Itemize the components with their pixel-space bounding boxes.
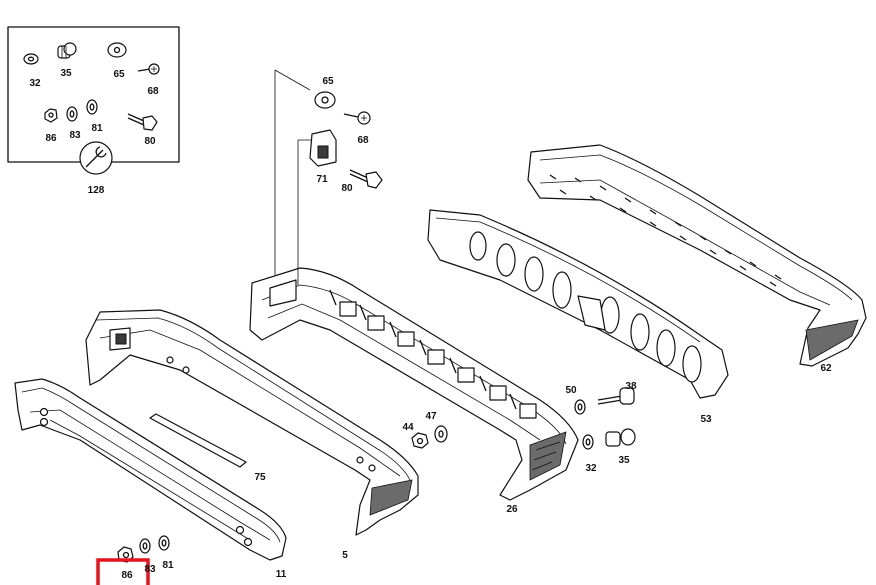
leader-line-65 (274, 69, 311, 275)
callout-44: 44 (402, 422, 414, 433)
bumper-shell-11 (14, 378, 287, 561)
bolt-80-icon (349, 169, 383, 189)
callout-53: 53 (700, 414, 712, 425)
nut-44-icon (411, 432, 429, 449)
hardware-kit-inset: 32 35 65 68 86 83 81 80 128 (7, 26, 180, 196)
kit-nut-65-icon (107, 42, 127, 58)
highlight-box-86[interactable] (96, 558, 150, 585)
kit-callout-35: 35 (60, 68, 72, 79)
callout-80: 80 (341, 183, 353, 194)
kit-callout-65: 65 (113, 69, 125, 80)
callout-83: 83 (144, 564, 156, 575)
kit-clip-35-icon (57, 42, 77, 59)
bumper-cover-26 (249, 267, 579, 501)
washer-32-icon (582, 434, 594, 450)
kit-nut-86-icon (44, 108, 58, 123)
bumper-trim-62 (527, 144, 867, 367)
callout-47: 47 (425, 411, 437, 422)
bumper-shell-5 (85, 309, 419, 536)
callout-50: 50 (565, 385, 577, 396)
callout-32: 32 (585, 463, 597, 474)
kit-callout-32: 32 (29, 78, 41, 89)
kit-washer-83-icon (66, 106, 78, 122)
callout-65: 65 (322, 76, 334, 87)
washer-83-icon (139, 538, 151, 554)
fastener-group-26 (411, 387, 636, 450)
callout-35: 35 (618, 455, 630, 466)
kit-callout-86: 86 (45, 133, 57, 144)
callout-81: 81 (162, 560, 174, 571)
screw-68-icon (343, 111, 371, 125)
kit-bolt-80-icon (127, 113, 158, 131)
callout-5: 5 (342, 550, 348, 561)
clip-35-icon (605, 428, 636, 447)
callout-71: 71 (316, 174, 328, 185)
kit-wrench-128-icon (79, 141, 113, 175)
fastener-group-11 (117, 535, 170, 563)
kit-callout-83: 83 (69, 130, 81, 141)
clip-71-icon (309, 129, 337, 167)
trim-strip-75 (149, 413, 247, 468)
kit-callout-68: 68 (147, 86, 159, 97)
callout-11: 11 (276, 569, 287, 580)
callout-26: 26 (506, 504, 518, 515)
kit-callout-128: 128 (88, 185, 105, 196)
kit-washer-32-icon (23, 53, 39, 65)
callout-62: 62 (820, 363, 832, 374)
nut-65-icon (314, 91, 336, 109)
kit-washer-81-icon (86, 99, 98, 115)
bolt-38-icon (597, 387, 635, 405)
kit-callout-80: 80 (144, 136, 156, 147)
bumper-absorber-53 (427, 209, 729, 399)
bracket-group (274, 69, 383, 285)
callout-68: 68 (357, 135, 369, 146)
callout-38: 38 (625, 381, 637, 392)
kit-callout-81: 81 (91, 123, 103, 134)
kit-screw-68-icon (137, 63, 160, 75)
washer-50-icon (574, 399, 586, 415)
washer-81-icon (158, 535, 170, 551)
callout-86: 86 (121, 570, 133, 581)
washer-47-icon (434, 425, 448, 443)
callout-75: 75 (254, 472, 266, 483)
